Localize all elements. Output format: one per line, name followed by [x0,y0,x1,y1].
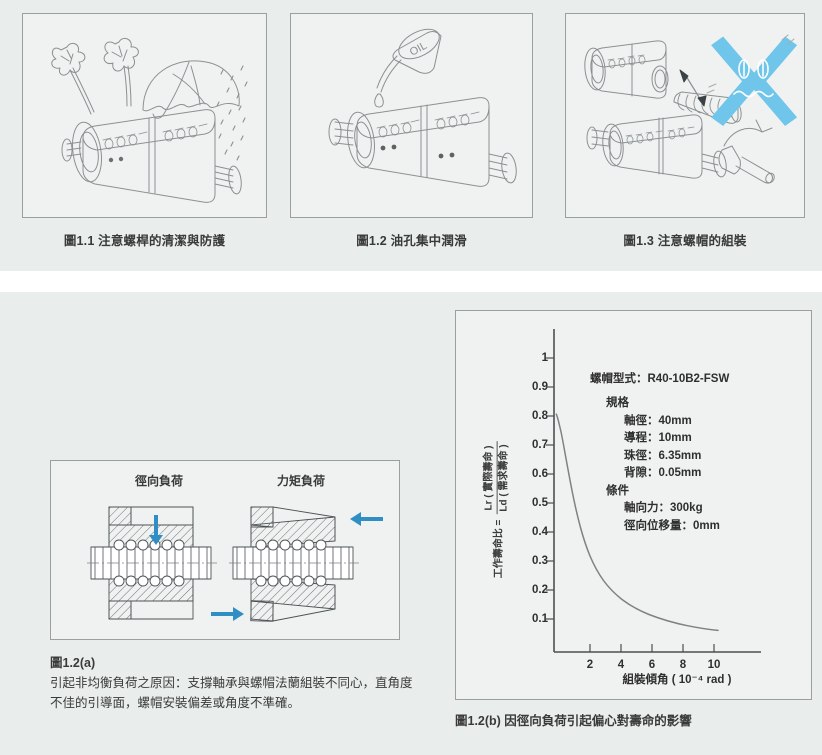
y-tick-0.5: 0.5 [532,497,548,509]
load-arrows [149,512,383,621]
figure-1-2b-frame: 工作壽命比 = Lr ( 實際壽命 ) Ld ( 需求壽命 ) 1 0.9 0.… [455,310,812,700]
chart-x-axis-title: 組裝傾角 ( 10⁻⁴ rad ) [622,674,732,686]
load-types-cross-section-diagram: 徑向負荷 力矩負荷 [87,473,383,622]
x-tick-2: 2 [586,659,594,671]
annotation-spec-ball-dia: 珠徑：6.35mm [624,449,702,462]
annotation-spec-backlash: 背隙：0.05mm [624,467,702,480]
y-tick-0.2: 0.2 [532,584,548,596]
figure-1-2-caption: 圖1.2 油孔集中潤滑 [356,234,467,248]
figure-1-2a: 徑向負荷 力矩負荷 [50,460,400,640]
annotation-condition-radial-disp: 徑向位移量：0mm [624,519,720,532]
figure-1-3: 圖1.3 注意螺帽的組裝 [565,13,805,249]
y-tick-0.9: 0.9 [532,381,548,393]
figure-1-2a-caption-title: 圖1.2(a) [50,656,96,670]
x-tick-6: 6 [648,659,656,671]
top-figure-band: 圖1.1 注意螺桿的清潔與防護 OIL [0,0,822,271]
y-tick-0.3: 0.3 [532,555,548,567]
y-tick-0.8: 0.8 [532,410,548,422]
ball-screw-with-oil-can-illustration: OIL [328,28,517,187]
ball-screw-with-umbrella-and-brush-illustration [51,37,248,203]
figure-1-2a-caption: 圖1.2(a) 引起非均衡負荷之原因：支撐軸承與螺帽法蘭組裝不同心，直角度不佳的… [50,654,420,713]
ball-screw-nut-assembly-warning-illustration [584,34,798,184]
figure-1-2b: 工作壽命比 = Lr ( 實際壽命 ) Ld ( 需求壽命 ) 1 0.9 0.… [455,310,812,700]
annotation-spec-heading: 規格 [606,397,629,410]
section-separator [0,271,822,292]
bottom-figure-band: 徑向負荷 力矩負荷 圖1.2(a) 引起非均衡負荷之原因：支撐軸承與螺帽法蘭組裝… [0,292,822,755]
label-moment-load: 力矩負荷 [277,473,325,488]
x-tick-8: 8 [679,659,687,671]
chart-plot [546,329,761,653]
figure-1-1-frame [22,13,267,218]
figure-1-2b-caption: 圖1.2(b) 因徑向負荷引起偏心對壽命的影響 [455,714,692,728]
figure-1-1-caption: 圖1.1 注意螺桿的清潔與防護 [63,234,226,248]
life-ratio-chart: 工作壽命比 = Lr ( 實際壽命 ) Ld ( 需求壽命 ) 1 0.9 0.… [456,311,811,699]
figure-1-2-frame: OIL [290,13,533,218]
figure-1-2: OIL [290,13,533,249]
y-tick-0.6: 0.6 [532,468,548,480]
x-mark-icon [711,36,798,126]
chart-y-tick-labels: 1 0.9 0.8 0.7 0.6 0.5 0.4 0.3 0.2 0.1 [514,311,548,699]
figure-1-3-caption: 圖1.3 注意螺帽的組裝 [623,234,747,248]
annotation-spec-shaft-dia: 軸徑：40mm [624,414,692,427]
annotation-model: 螺帽型式：R40-10B2-FSW [590,373,730,385]
chart-x-tick-labels: 2 4 6 8 10 [456,311,811,699]
x-tick-4: 4 [617,659,625,671]
y-tick-1.0: 1 [541,352,548,364]
chart-annotation-block: 螺帽型式：R40-10B2-FSW 規格 軸徑：40mm 導程：10mm 珠徑：… [590,371,805,535]
chart-decay-curve [555,413,719,632]
y-tick-0.7: 0.7 [532,439,548,451]
figure-1-3-frame [565,13,805,218]
figure-1-1: 圖1.1 注意螺桿的清潔與防護 [22,13,267,249]
figure-1-2a-frame: 徑向負荷 力矩負荷 [50,460,400,640]
figure-1-2a-caption-body: 引起非均衡負荷之原因：支撐軸承與螺帽法蘭組裝不同心，直角度不佳的引導面，螺帽安裝… [50,676,413,710]
x-tick-10: 10 [707,659,721,671]
annotation-condition-heading: 條件 [606,484,629,497]
annotation-spec-lead: 導程：10mm [624,432,692,445]
y-tick-0.1: 0.1 [532,613,548,625]
y-tick-0.4: 0.4 [532,526,548,538]
label-radial-load: 徑向負荷 [134,473,183,488]
annotation-condition-axial-force: 軸向力：300kg [624,502,703,515]
